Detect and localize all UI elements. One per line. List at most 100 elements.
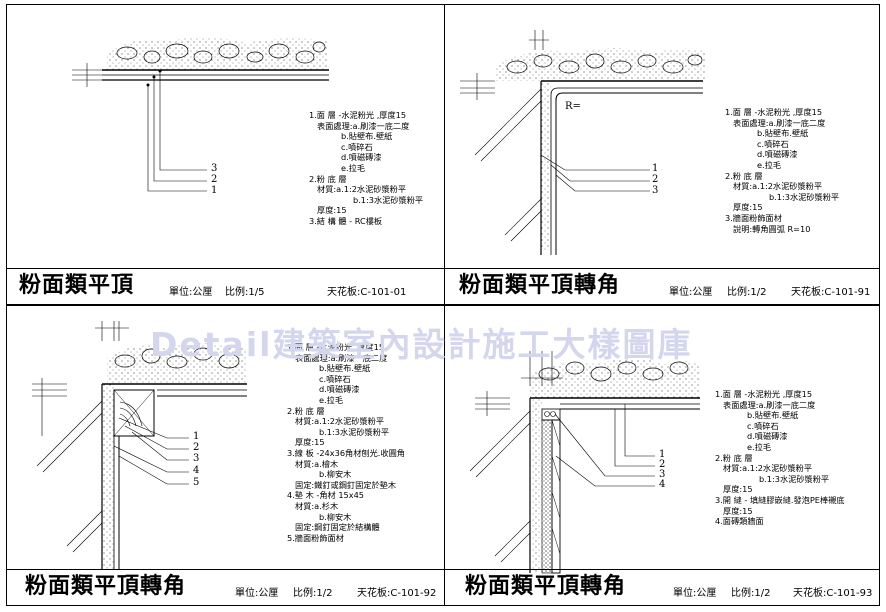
note: 2.粉 底 層	[725, 170, 763, 181]
ceiling-tile-wall-joint-drawing	[469, 351, 700, 574]
spec-notes: 1.面 層 -水泥粉光 ,厚度15 表面處理:a.刷漆一底二度 b.貼壁布.壁紙…	[715, 389, 845, 527]
note: c.噴碎石	[341, 141, 373, 152]
callout-3: 3	[211, 163, 218, 174]
note: 4.墊 木 -角材 15x45	[287, 490, 365, 501]
note: b.1:3水泥砂漿粉平	[319, 426, 390, 437]
unit-label: 單位:公厘	[169, 287, 213, 298]
note: b.1:3水泥砂漿粉平	[353, 194, 424, 205]
callout-2: 2	[211, 174, 218, 185]
note: d.噴磁磚漆	[341, 152, 382, 163]
note: b.1:3水泥砂漿粉平	[759, 473, 830, 484]
note: 厚度:15	[317, 205, 347, 216]
note: 1.面 層 -水泥粉光 ,厚度15	[715, 389, 813, 399]
drawing-title: 粉面類平頂	[19, 273, 135, 298]
radius-label: R=	[565, 101, 581, 112]
ceiling-section-drawing	[72, 37, 329, 192]
unit-label: 單位:公厘	[669, 287, 713, 298]
note: 材質:a.杉木	[295, 500, 339, 511]
detail-panel-c-101-93: 1 2 3 4 1.面 層 -水泥粉光 ,厚度15 表面處理:a.刷漆一底二度 …	[444, 305, 880, 606]
title-block: 粉面類平頂轉角 單位:公厘 比例:1/2 天花板:C-101-92	[7, 569, 444, 605]
ceiling-corner-moulding-drawing	[32, 321, 247, 569]
callout-5: 5	[193, 477, 200, 488]
drawing-title: 粉面類平頂轉角	[459, 273, 621, 298]
note: 3.開 縫 - 填縫膠嵌縫.發泡PE棒襯底	[715, 494, 845, 505]
detail-panel-c-101-01: 3 2 1 1.面 層 -水泥粉光 ,厚度15 表面處理:a.刷漆一底二度 b.…	[6, 4, 445, 305]
note: 1.面 層 -水泥粉光 ,厚度15	[725, 107, 823, 117]
note: 表面處理:a.刷漆一底二度	[723, 399, 816, 410]
callout-4: 4	[193, 465, 200, 476]
note: 材質:a.1:2水泥砂漿粉平	[317, 184, 407, 195]
note: b.貼壁布.壁紙	[757, 128, 809, 139]
note: 材質:a.1:2水泥砂漿粉平	[723, 463, 813, 474]
note: 3.線 板 -24x36角材刨光.收圓角	[287, 447, 405, 458]
detail-panel-c-101-92: 1 2 3 4 5 1.面 層 -水泥粉光 ,厚度15 表面處理:a.刷漆一底二…	[6, 305, 445, 606]
ceiling-corner-drawing	[460, 30, 705, 255]
note: 3.結 構 體 - RC樓板	[309, 215, 383, 226]
note: b.柳安木	[319, 469, 352, 480]
callout-2: 2	[652, 174, 659, 185]
drawing-code: 天花板:C-101-93	[793, 588, 873, 599]
title-block: 粉面類平頂轉角 單位:公厘 比例:1/2 天花板:C-101-93	[445, 569, 879, 605]
callout-1: 1	[193, 431, 200, 442]
spec-notes: 1.面 層 -水泥粉光 ,厚度15 表面處理:a.刷漆一底二度 b.貼壁布.壁紙…	[309, 110, 423, 227]
callout-2: 2	[193, 442, 200, 453]
note: 表面處理:a.刷漆一底二度	[295, 352, 388, 363]
rc-slab	[107, 343, 247, 384]
note: e.拉毛	[319, 394, 344, 405]
callout-3: 3	[652, 185, 659, 196]
note: c.噴碎石	[757, 138, 789, 149]
scale-label: 比例:1/2	[731, 588, 771, 599]
note: c.噴碎石	[319, 373, 351, 384]
spec-notes: 1.面 層 -水泥粉光 ,厚度15 表面處理:a.刷漆一底二度 b.貼壁布.壁紙…	[725, 107, 839, 234]
note: 表面處理:a.刷漆一底二度	[733, 117, 826, 128]
drawing-code: 天花板:C-101-01	[327, 287, 407, 298]
note: d.噴磁磚漆	[757, 149, 798, 160]
rc-slab	[495, 48, 705, 81]
callout-3: 3	[659, 469, 666, 480]
note: d.噴磁磚漆	[319, 384, 360, 395]
callout-2: 2	[659, 459, 666, 470]
drawing-code: 天花板:C-101-92	[357, 588, 437, 599]
note: b.1:3水泥砂漿粉平	[769, 191, 840, 202]
note: 2.粉 底 層	[287, 405, 325, 416]
drawing-title: 粉面類平頂轉角	[25, 574, 187, 599]
unit-label: 單位:公厘	[235, 588, 279, 599]
callout-1: 1	[659, 449, 666, 460]
note: 表面處理:a.刷漆一底二度	[317, 120, 410, 131]
rc-slab	[530, 359, 700, 398]
note: b.貼壁布.壁紙	[319, 363, 371, 374]
detail-panel-c-101-91: R= 1 2 3 1.面 層 -水泥粉光 ,厚度15 表面處理:a.刷漆一底二度…	[444, 4, 880, 305]
note: 厚度:15	[733, 202, 763, 213]
note: 材質:a.檜木	[295, 458, 339, 469]
drawing-title: 粉面類平頂轉角	[465, 574, 627, 599]
callout-1: 1	[211, 185, 218, 196]
rc-slab	[107, 37, 327, 70]
note: d.噴磁磚漆	[747, 431, 788, 442]
callout-4: 4	[659, 479, 666, 490]
title-block: 粉面類平頂 單位:公厘 比例:1/5 天花板:C-101-01	[7, 268, 444, 304]
note: e.拉毛	[757, 159, 782, 170]
note: 固定:鋼釘固定於結構體	[295, 522, 380, 533]
note: 5.牆面粉飾面材	[287, 532, 344, 543]
note: e.拉毛	[747, 441, 772, 452]
note: 固定:鐵釘或鋼釘固定於墊木	[295, 479, 397, 490]
note: c.噴碎石	[747, 420, 779, 431]
scale-label: 比例:1/2	[727, 287, 767, 298]
note: 3.牆面粉飾面材	[725, 212, 782, 223]
note: 1.面 層 -水泥粉光 ,厚度15	[287, 342, 385, 352]
note: b.貼壁布.壁紙	[747, 410, 799, 421]
note: b.柳安木	[319, 511, 352, 522]
note: 1.面 層 -水泥粉光 ,厚度15	[309, 110, 407, 120]
note: e.拉毛	[341, 162, 366, 173]
note: 材質:a.1:2水泥砂漿粉平	[295, 416, 385, 427]
unit-label: 單位:公厘	[673, 588, 717, 599]
note: 厚度:15	[723, 484, 753, 495]
note: 4.面磚類牆面	[715, 516, 764, 527]
note: 材質:a.1:2水泥砂漿粉平	[733, 181, 823, 192]
note: 厚度:15	[723, 505, 753, 516]
scale-label: 比例:1/5	[225, 287, 265, 298]
spec-notes: 1.面 層 -水泥粉光 ,厚度15 表面處理:a.刷漆一底二度 b.貼壁布.壁紙…	[287, 342, 405, 543]
title-block: 粉面類平頂轉角 單位:公厘 比例:1/2 天花板:C-101-91	[445, 268, 879, 304]
note: 2.粉 底 層	[309, 173, 347, 184]
